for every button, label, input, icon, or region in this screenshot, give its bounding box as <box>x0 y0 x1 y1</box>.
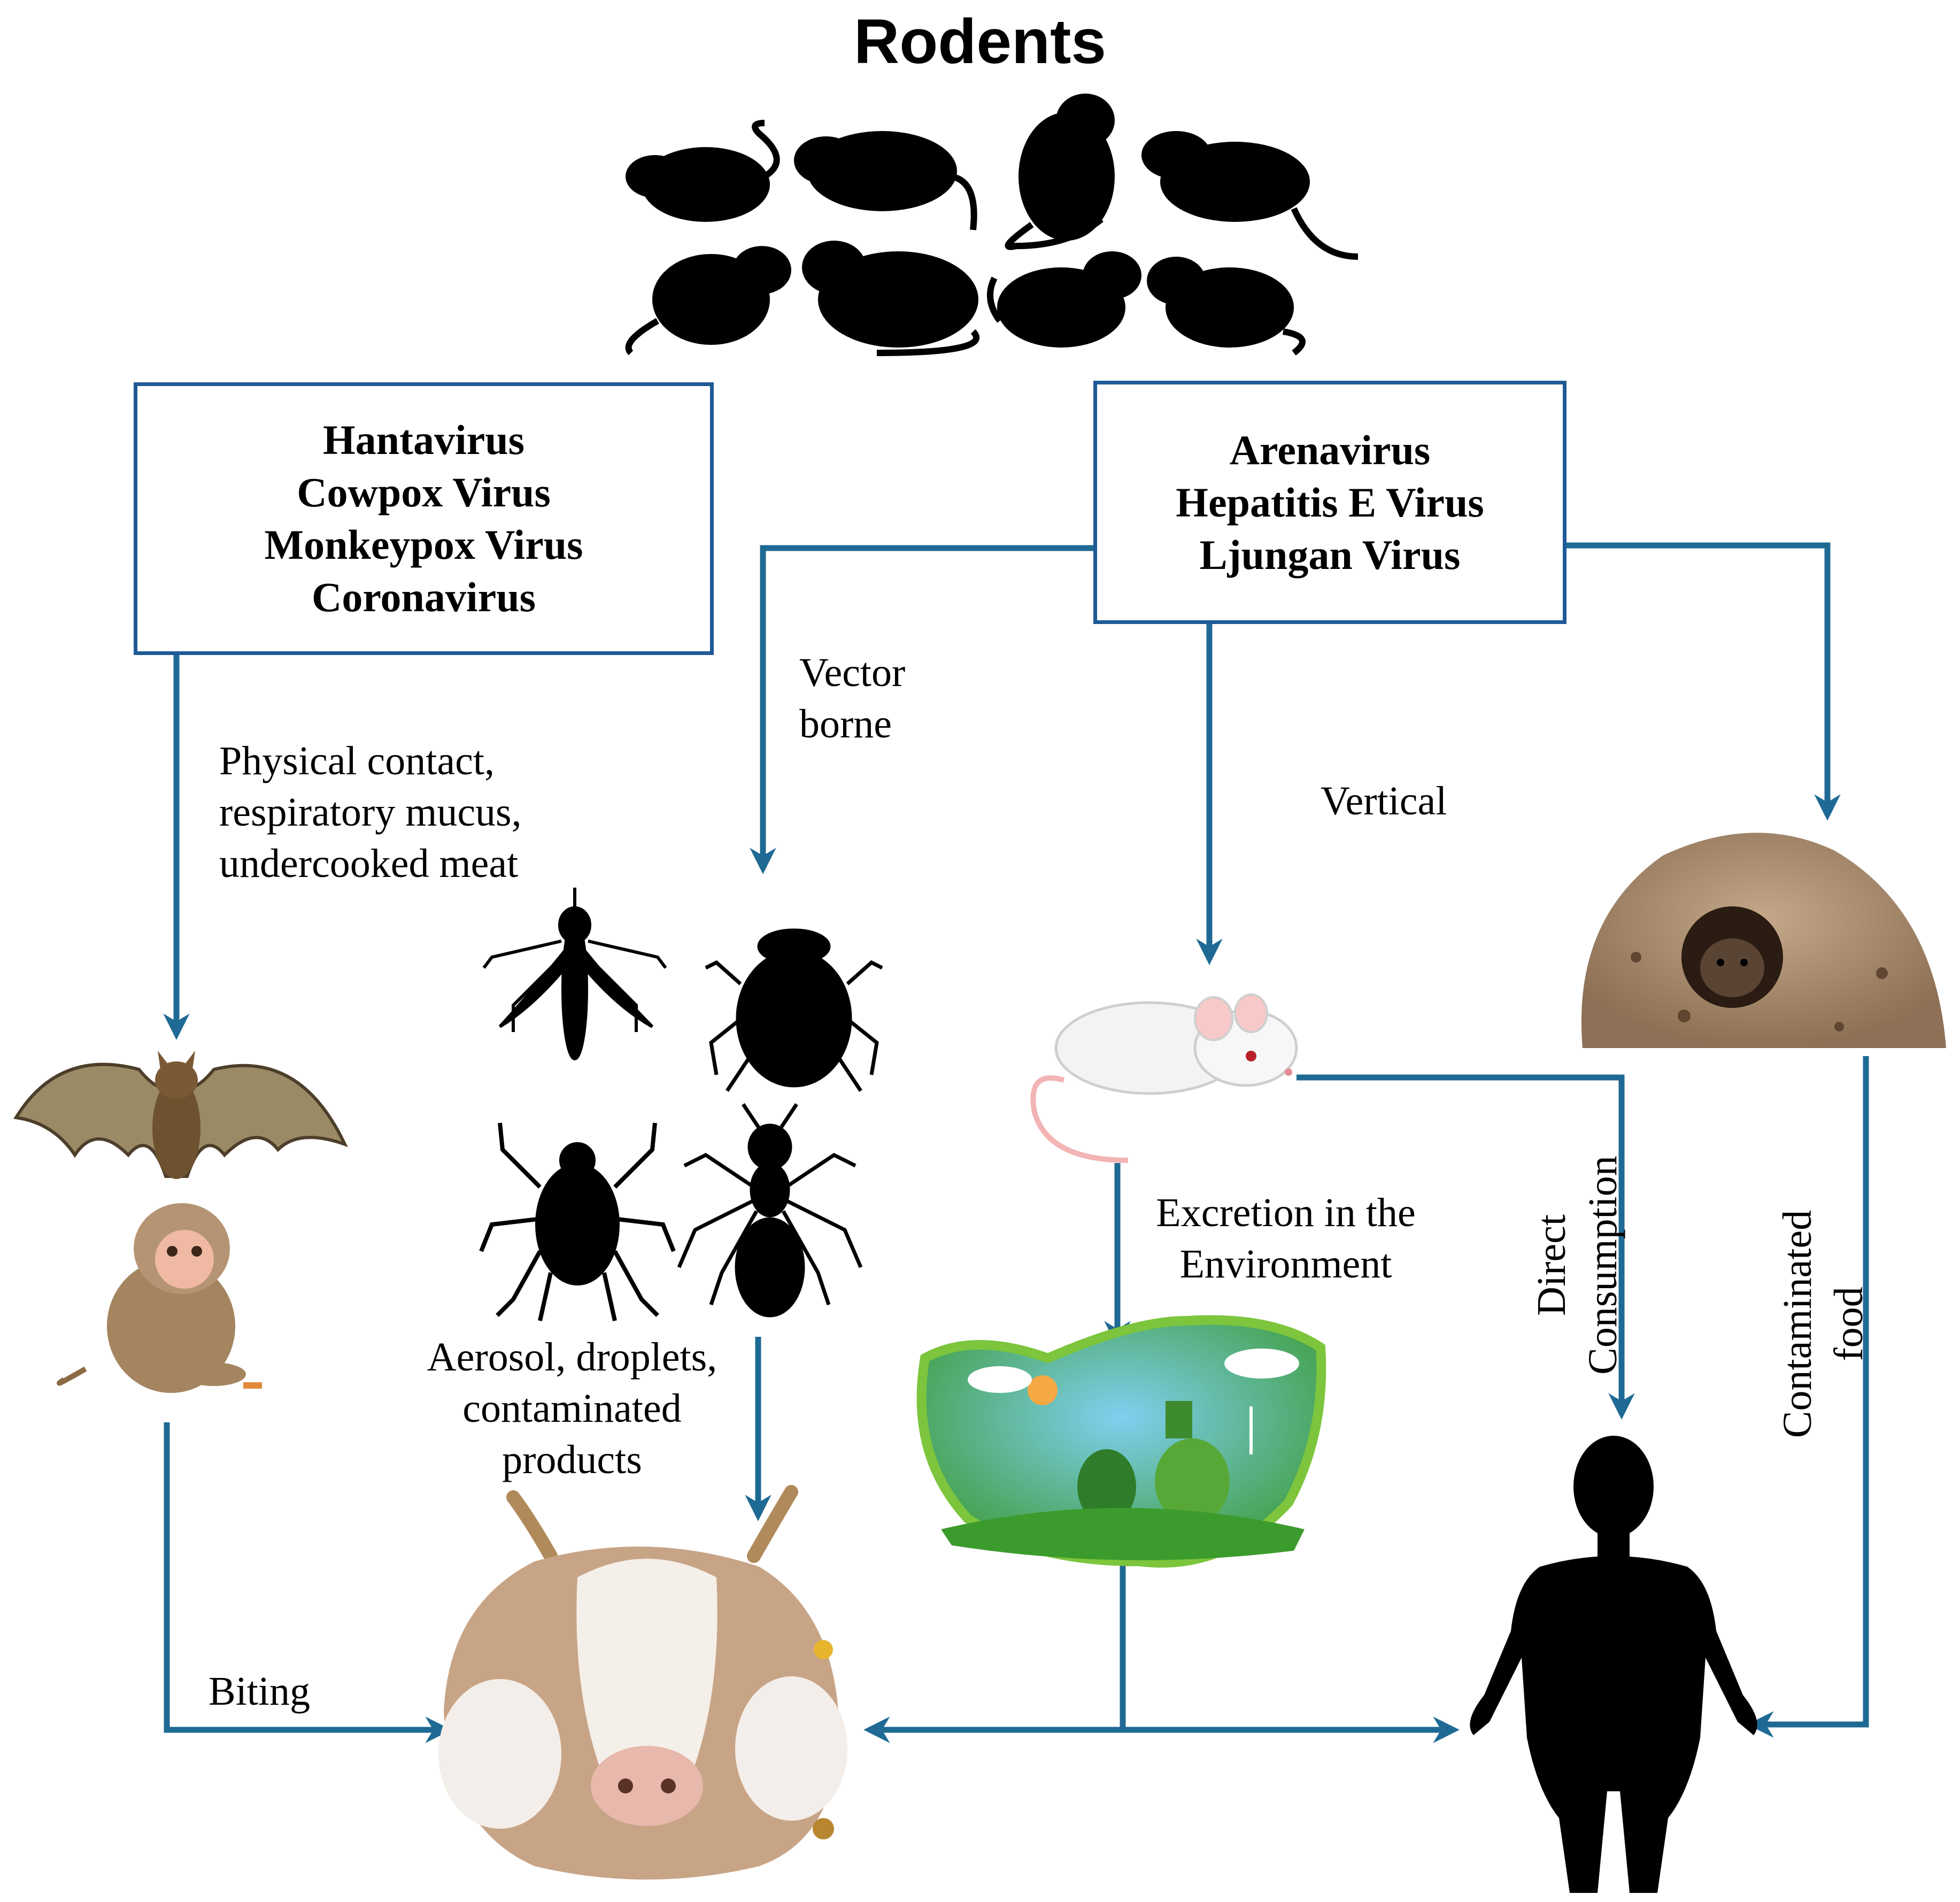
arrow-to-bread <box>1567 542 1841 821</box>
virus-name: Ljungan Virus <box>1199 531 1461 578</box>
rodent-silhouette-icon <box>794 131 977 230</box>
arrow-vector-borne <box>750 545 1093 874</box>
human-silhouette <box>1470 1436 1757 1893</box>
arrow-direct-consumption <box>1297 1074 1635 1420</box>
virus-name: Hantavirus <box>322 417 525 463</box>
label-physical-contact: Physical contact, respiratory mucus, und… <box>219 738 522 886</box>
mosquito-icon <box>482 888 667 1060</box>
connector-arrows <box>163 542 1869 1743</box>
bedbug-icon <box>705 928 883 1092</box>
rodent-silhouette-icon <box>987 251 1141 348</box>
rodent-silhouette-icon <box>1141 131 1359 260</box>
livestock-illustration <box>438 1485 847 1880</box>
arrow-contaminated-food <box>1747 1056 1869 1738</box>
label-vector-borne: Vector borne <box>799 650 906 746</box>
virus-name: Cowpox Virus <box>297 469 551 515</box>
rodent-silhouette-icon <box>625 246 791 356</box>
label-contaminated-food: Contaminated food <box>1775 1210 1871 1438</box>
monkey-illustration <box>57 1203 262 1393</box>
virus-name: Monkeypox Virus <box>264 521 583 568</box>
environment-landscape-illustration <box>916 1315 1326 1568</box>
diagram-title: Rodents <box>854 6 1106 77</box>
label-direct-consumption: Direct Consumption <box>1529 1156 1625 1375</box>
label-biting: Biting <box>209 1669 311 1714</box>
tick-icon <box>479 1122 676 1321</box>
mouse-in-bread-illustration <box>1581 833 1946 1048</box>
virus-name: Coronavirus <box>312 574 536 620</box>
arrow-biting <box>164 1422 452 1743</box>
rodent-silhouettes <box>625 94 1359 356</box>
rodent-virus-box-right: Arenavirus Hepatitis E Virus Ljungan Vir… <box>1093 381 1567 624</box>
label-aerosol: Aerosol, droplets, contaminated products <box>427 1335 717 1482</box>
label-vertical: Vertical <box>1321 779 1447 823</box>
rodent-silhouette-icon <box>1147 257 1306 356</box>
bat-illustration <box>13 1051 348 1179</box>
ant-icon <box>677 1103 863 1318</box>
rodent-silhouette-icon <box>802 241 979 356</box>
white-mouse-illustration <box>1030 994 1298 1163</box>
rodent-silhouette-icon <box>626 120 780 222</box>
virus-name: Hepatitis E Virus <box>1176 479 1484 526</box>
rodent-virus-box-left: Hantavirus Cowpox Virus Monkeypox Virus … <box>134 382 714 655</box>
rodent-silhouette-icon <box>1005 94 1115 250</box>
virus-name: Arenavirus <box>1229 426 1431 473</box>
label-excretion: Excretion in the Environment <box>1156 1190 1416 1287</box>
